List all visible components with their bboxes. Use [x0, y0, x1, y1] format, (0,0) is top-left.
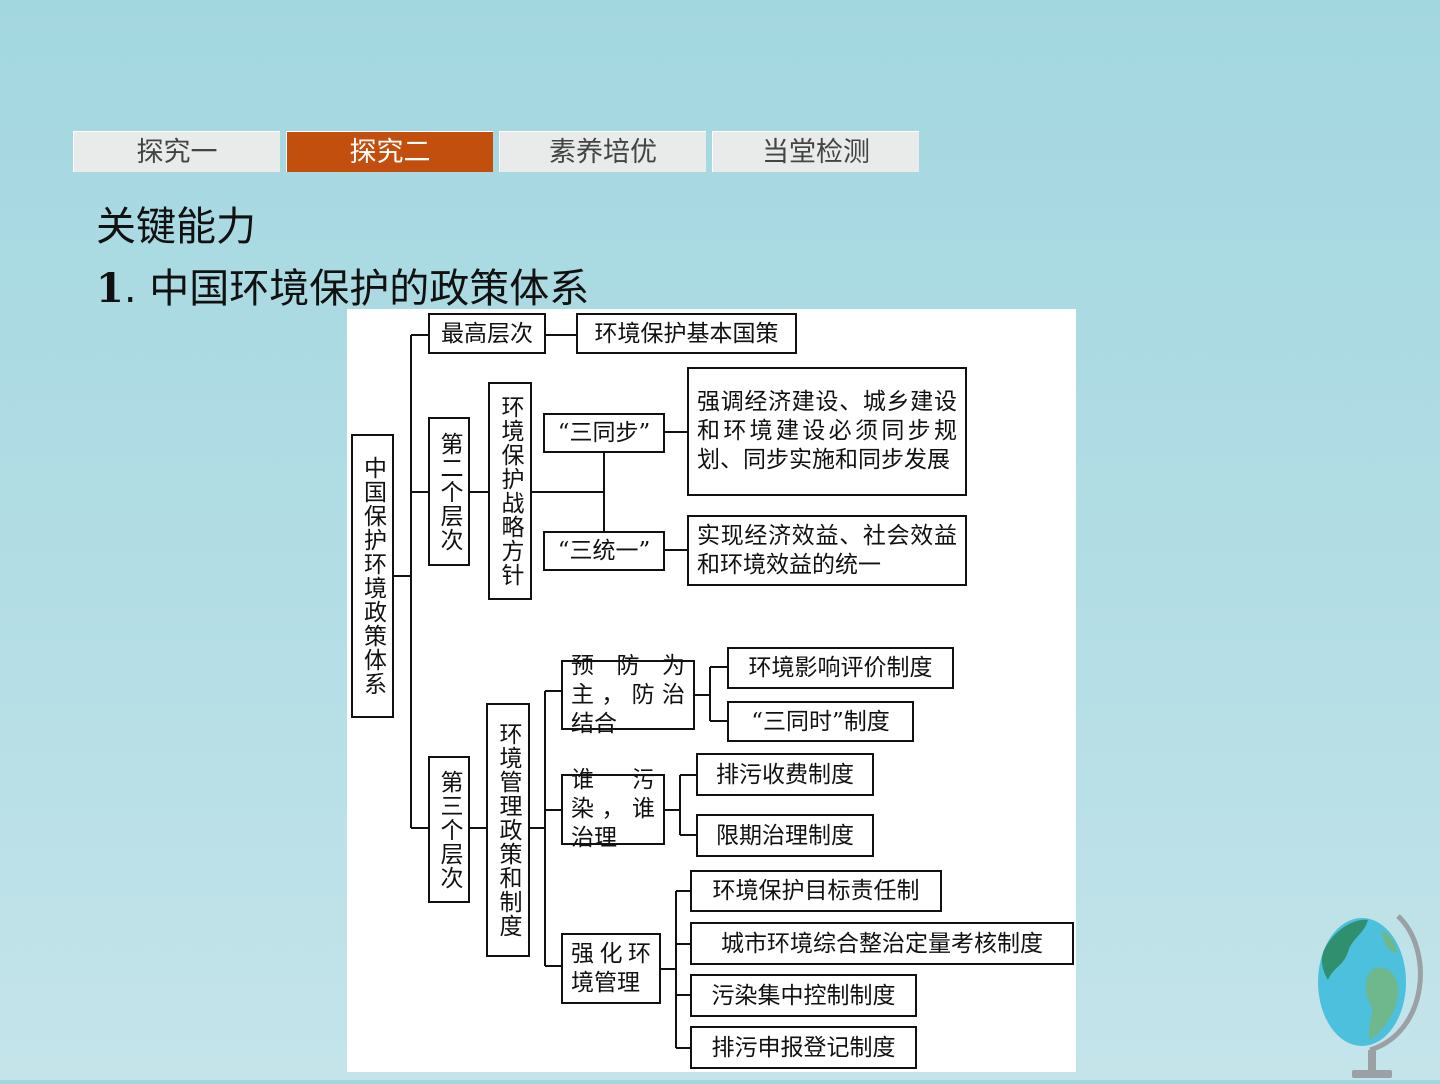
tab-explore-1[interactable]: 探究一	[73, 131, 280, 172]
level3-label: 第三个层次	[436, 769, 462, 890]
tab-classroom-test[interactable]: 当堂检测	[712, 131, 919, 172]
root-node: 中国保护环境政策体系	[351, 434, 394, 718]
san-tongbu-desc: 强调经济建设、城乡建设和环境建设必须同步规划、同步实施和同步发展	[687, 367, 967, 496]
san-tongyi-node: “三统一”	[543, 531, 665, 571]
root-label: 中国保护环境政策体系	[359, 456, 386, 696]
globe-icon	[1312, 910, 1424, 1080]
policy-eia: 环境影响评价制度	[727, 647, 954, 689]
policy-three-simultaneous: “三同时”制度	[727, 701, 914, 742]
section-title: 关键能力	[96, 204, 256, 250]
policy-urban-assessment: 城市环境综合整治定量考核制度	[690, 922, 1074, 965]
policy-system-diagram: 中国保护环境政策体系 最高层次 环境保护基本国策 第二个层次 环境保护战略方针 …	[347, 309, 1076, 1072]
level2-label: 第二个层次	[436, 431, 462, 552]
tab-literacy[interactable]: 素养培优	[499, 131, 706, 172]
level2-node: 第二个层次	[428, 417, 470, 566]
topic-number: 1	[96, 265, 124, 312]
tab-bar: 探究一 探究二 素养培优 当堂检测	[73, 131, 919, 172]
level1-policy-node: 环境保护基本国策	[576, 313, 797, 354]
san-tongyi-desc: 实现经济效益、社会效益和环境效益的统一	[687, 515, 967, 586]
policy-target-responsibility: 环境保护目标责任制	[690, 870, 942, 912]
level3-node: 第三个层次	[428, 756, 470, 903]
policy-centralized-control: 污染集中控制制度	[690, 974, 917, 1017]
topic-text: . 中国环境保护的政策体系	[123, 266, 590, 312]
level1-node: 最高层次	[428, 313, 546, 354]
policy-pollution-fee: 排污收费制度	[696, 753, 874, 796]
tab-explore-2[interactable]: 探究二	[286, 131, 493, 172]
group-strengthen-management: 强化环境管理	[561, 933, 661, 1004]
level2-policy-label: 环境保护战略方针	[497, 395, 523, 587]
level3-policy-label: 环境管理政策和制度	[495, 722, 521, 938]
level2-policy-node: 环境保护战略方针	[488, 382, 532, 600]
group-polluter-pays: 谁污染，谁治理	[561, 767, 665, 851]
level3-policy-node: 环境管理政策和制度	[486, 703, 530, 957]
policy-deadline-treatment: 限期治理制度	[696, 814, 874, 857]
topic-title: 1. 中国环境保护的政策体系	[96, 256, 589, 314]
san-tongbu-node: “三同步”	[543, 413, 665, 453]
group-prevention: 预防为主，防治结合	[561, 653, 695, 737]
policy-discharge-registration: 排污申报登记制度	[690, 1026, 917, 1069]
